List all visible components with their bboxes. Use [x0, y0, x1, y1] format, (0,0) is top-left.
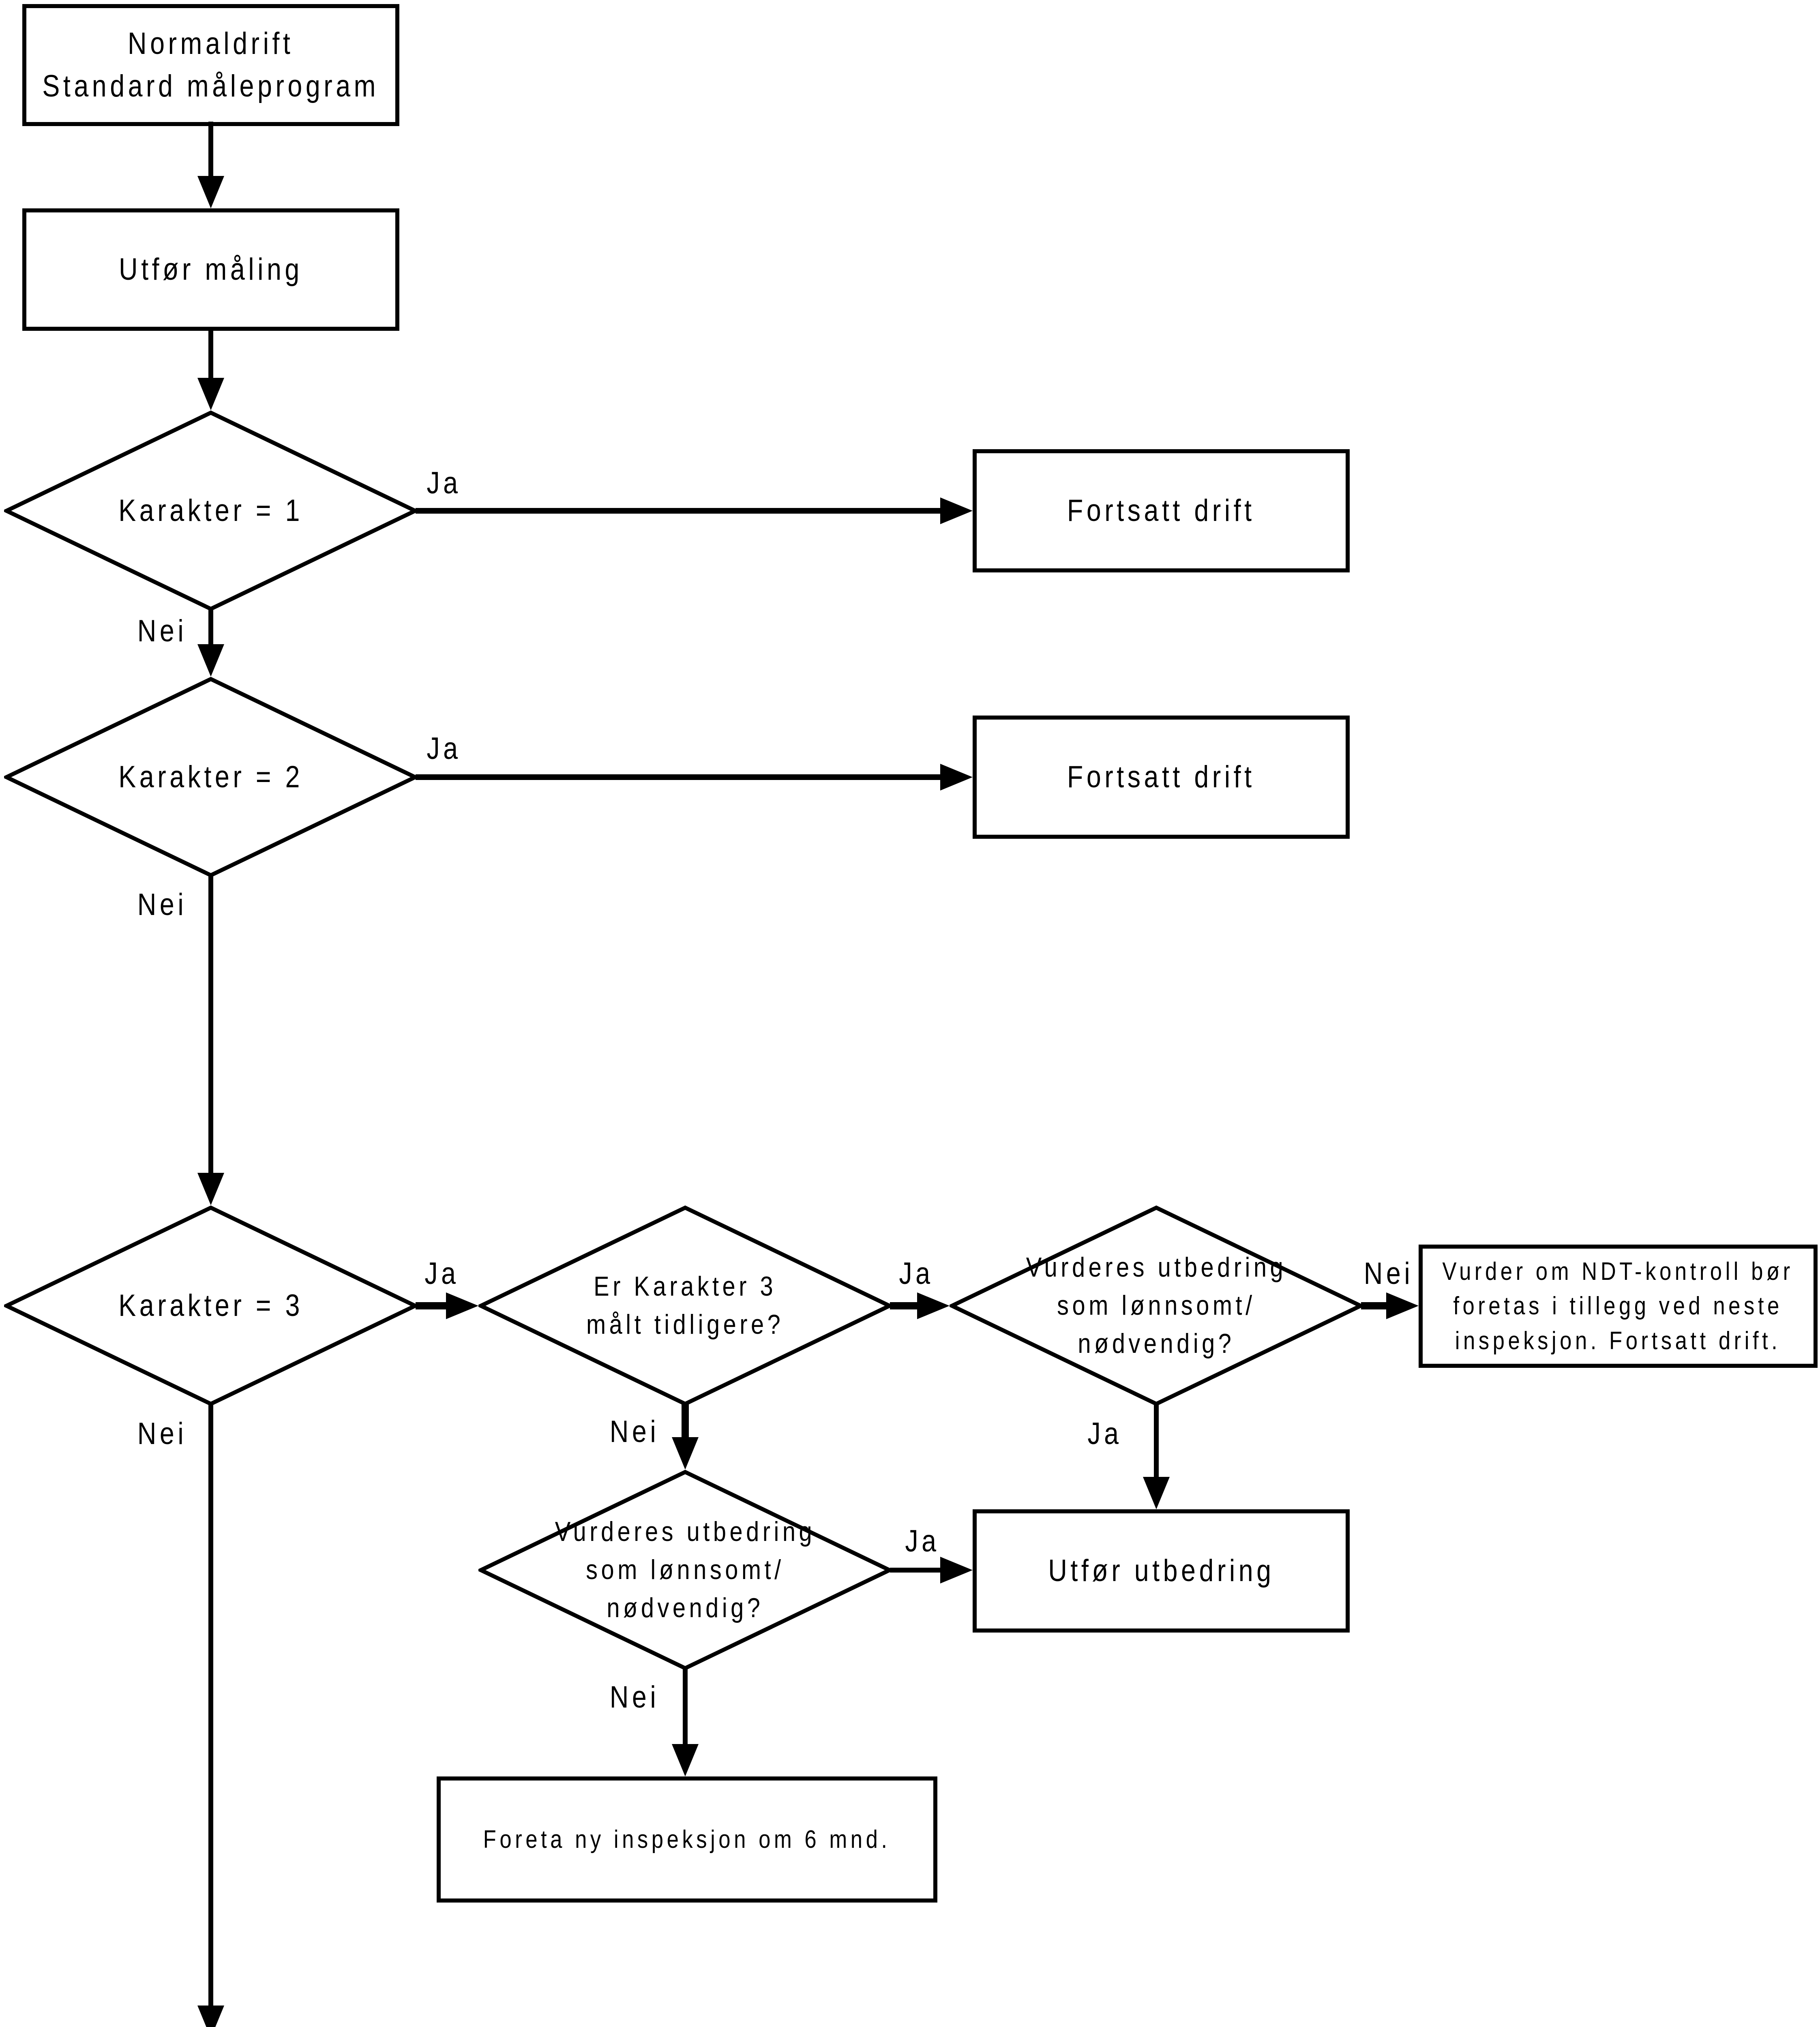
edge-k2-nei-line: [208, 876, 213, 1176]
edge-label-k3-nei: Nei: [137, 1416, 187, 1451]
node-utfor-maling-label: Utfør måling: [119, 252, 303, 287]
decision-vurderes-2-line2: som lønnsomt/: [586, 1554, 785, 1586]
diamond-shape-icon: [4, 410, 418, 611]
edge-k3-nei-head: [197, 2006, 224, 2027]
arrow-start-to-measure-line: [208, 122, 213, 180]
decision-vurderes-utbedring-2-label: Vurderes utbedring som lønnsomt/ nødvend…: [555, 1513, 815, 1627]
edge-k1-ja-head: [940, 497, 973, 524]
edge-label-k3-ja: Ja: [424, 1256, 459, 1291]
edge-label-vurderes1-nei: Nei: [1363, 1256, 1414, 1291]
node-ndt-kontroll-label: Vurder om NDT-kontroll bør foretas i til…: [1443, 1254, 1794, 1358]
decision-maalt-tidligere-line2: målt tidligere?: [586, 1309, 784, 1340]
edge-vurderes2-nei-head: [672, 1744, 699, 1776]
edge-k3-ja-line: [416, 1302, 450, 1309]
node-ny-inspeksjon-label: Foreta ny inspeksjon om 6 mnd.: [483, 1825, 891, 1853]
node-ndt-line2: foretas i tillegg ved neste: [1453, 1292, 1783, 1320]
edge-maalt-nei-line: [682, 1404, 689, 1441]
arrow-measure-to-k1-line: [208, 328, 213, 382]
arrow-measure-to-k1-head: [197, 378, 224, 410]
decision-karakter-1: Karakter = 1: [4, 410, 418, 611]
arrow-start-to-measure-head: [197, 176, 224, 208]
edge-maalt-ja-head: [917, 1292, 950, 1319]
decision-vurderes-1-line3: nødvendig?: [1078, 1328, 1235, 1359]
edge-vurderes2-ja-line: [890, 1568, 943, 1573]
decision-karakter-2-label: Karakter = 2: [118, 759, 303, 794]
edge-label-k1-ja: Ja: [427, 466, 461, 501]
node-utfor-maling: Utfør måling: [22, 208, 399, 331]
edge-vurderes2-nei-line: [683, 1669, 688, 1748]
node-ndt-line1: Vurder om NDT-kontroll bør: [1442, 1257, 1794, 1286]
node-normaldrift-label: Normaldrift Standard måleprogram: [43, 23, 379, 108]
node-ndt-kontroll: Vurder om NDT-kontroll bør foretas i til…: [1419, 1245, 1818, 1368]
edge-label-k2-nei: Nei: [137, 887, 187, 922]
node-fortsatt-drift-1: Fortsatt drift: [973, 449, 1350, 572]
node-normaldrift-line1: Normaldrift: [128, 26, 294, 61]
edge-vurderes1-ja-line: [1154, 1404, 1159, 1479]
edge-k1-ja-line: [416, 508, 940, 514]
node-fortsatt-drift-1-label: Fortsatt drift: [1067, 493, 1255, 528]
node-fortsatt-drift-2-label: Fortsatt drift: [1067, 759, 1255, 794]
decision-vurderes-utbedring-1-label: Vurderes utbedring som lønnsomt/ nødvend…: [1026, 1249, 1286, 1363]
node-ndt-line3: inspeksjon. Fortsatt drift.: [1455, 1326, 1781, 1355]
edge-label-k2-ja: Ja: [427, 731, 461, 766]
edge-k2-nei-head: [197, 1173, 224, 1205]
decision-karakter-3-label: Karakter = 3: [118, 1288, 303, 1323]
edge-k3-nei-line: [208, 1404, 213, 2008]
node-utfor-utbedring: Utfør utbedring: [973, 1509, 1350, 1633]
decision-vurderes-1-line2: som lønnsomt/: [1057, 1290, 1256, 1321]
edge-k2-ja-line: [416, 774, 940, 780]
decision-maalt-tidligere-line1: Er Karakter 3: [594, 1271, 777, 1302]
node-normaldrift-line2: Standard måleprogram: [42, 69, 379, 103]
edge-k2-ja-head: [940, 764, 973, 791]
edge-maalt-nei-head: [672, 1437, 699, 1470]
decision-karakter-3: Karakter = 3: [4, 1205, 418, 1406]
edge-k3-ja-head: [446, 1292, 478, 1319]
edge-label-maalt-nei: Nei: [609, 1414, 660, 1449]
edge-label-k1-nei: Nei: [137, 614, 187, 649]
edge-label-vurderes1-ja: Ja: [1087, 1416, 1122, 1451]
node-ny-inspeksjon: Foreta ny inspeksjon om 6 mnd.: [437, 1776, 937, 1903]
decision-maalt-tidligere: Er Karakter 3 målt tidligere?: [478, 1205, 892, 1406]
diamond-shape-icon: [4, 1205, 418, 1406]
diamond-shape-icon: [950, 1205, 1363, 1406]
decision-vurderes-utbedring-1: Vurderes utbedring som lønnsomt/ nødvend…: [950, 1205, 1363, 1406]
edge-vurderes1-nei-line: [1361, 1302, 1389, 1309]
node-fortsatt-drift-2: Fortsatt drift: [973, 716, 1350, 839]
decision-vurderes-2-line1: Vurderes utbedring: [555, 1516, 816, 1547]
node-utfor-utbedring-label: Utfør utbedring: [1048, 1553, 1275, 1588]
edge-k1-nei-line: [208, 609, 213, 646]
diamond-shape-icon: [478, 1470, 892, 1671]
edge-vurderes1-ja-head: [1143, 1477, 1170, 1509]
edge-maalt-ja-line: [890, 1302, 920, 1309]
node-normaldrift: Normaldrift Standard måleprogram: [22, 4, 399, 126]
edge-label-vurderes2-nei: Nei: [609, 1680, 660, 1715]
decision-karakter-2: Karakter = 2: [4, 677, 418, 878]
edge-vurderes2-ja-head: [940, 1557, 973, 1583]
diamond-shape-icon: [478, 1205, 892, 1406]
edge-vurderes1-nei-head: [1386, 1292, 1419, 1319]
decision-maalt-tidligere-label: Er Karakter 3 målt tidligere?: [586, 1268, 784, 1344]
decision-vurderes-1-line1: Vurderes utbedring: [1026, 1252, 1287, 1283]
decision-karakter-1-label: Karakter = 1: [118, 493, 303, 528]
diamond-shape-icon: [4, 677, 418, 878]
decision-vurderes-2-line3: nødvendig?: [607, 1592, 764, 1623]
edge-label-maalt-ja: Ja: [899, 1256, 934, 1291]
decision-vurderes-utbedring-2: Vurderes utbedring som lønnsomt/ nødvend…: [478, 1470, 892, 1671]
edge-k1-nei-head: [197, 644, 224, 677]
edge-label-vurderes2-ja: Ja: [905, 1524, 940, 1559]
